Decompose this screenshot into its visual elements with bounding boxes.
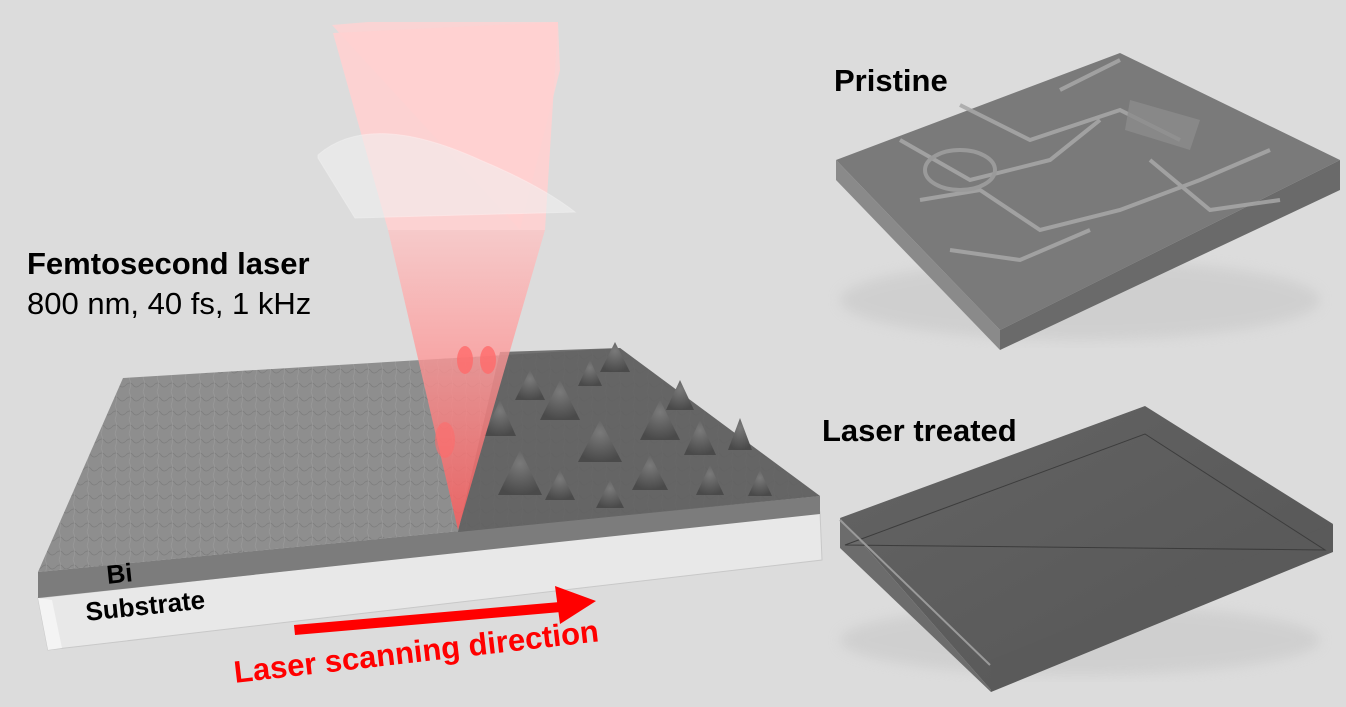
pristine-label: Pristine (834, 63, 948, 98)
scan-direction-arrow (294, 586, 596, 635)
treated-region (458, 348, 820, 532)
laser-beam (317, 22, 577, 530)
pristine-inset (836, 53, 1340, 350)
bi-film-edge (38, 496, 820, 598)
laser-parameters: 800 nm, 40 fs, 1 kHz (27, 286, 312, 321)
beam-cone (388, 230, 545, 530)
sample-slab (37, 348, 823, 651)
laser-title: Femtosecond laser (27, 246, 310, 281)
lens-icon (317, 133, 577, 219)
bi-layer-label: Bi (105, 557, 134, 590)
laser-induced-spikes (484, 342, 772, 508)
laser-treated-label: Laser treated (822, 413, 1017, 448)
laser-treated-inset (839, 406, 1333, 692)
